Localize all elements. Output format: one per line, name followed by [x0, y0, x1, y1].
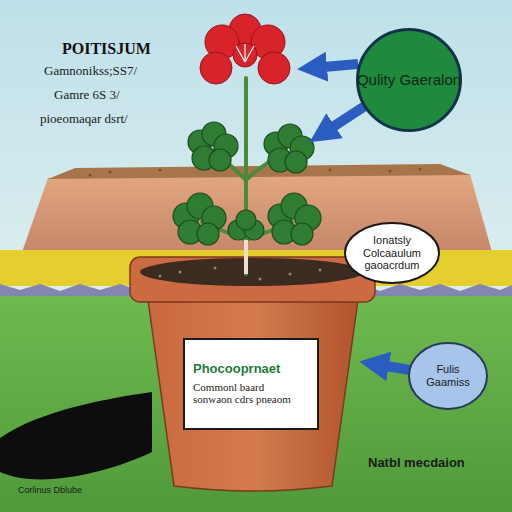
leaf — [173, 193, 226, 245]
stem-base — [244, 240, 248, 274]
ellipse-shape — [345, 223, 439, 283]
pot-rim — [130, 257, 375, 302]
heading-title: POITISJUM — [62, 40, 151, 58]
pointer-arrow — [312, 64, 358, 68]
leaf — [264, 124, 314, 173]
node-heading: Ionatsly Colcaaulum gaoacrdum — [355, 234, 429, 272]
sky — [0, 0, 512, 300]
nutrient-line: pioeomaqar dsrt/ — [40, 112, 128, 126]
nutrient-line: Gamre 6S 3/ — [54, 88, 120, 102]
pot-body — [148, 300, 358, 491]
pot-soil-grains — [159, 267, 322, 281]
nutrient-line: Gamnonikss;SS7/ — [44, 64, 137, 78]
note-text: Natbl mecdaion — [368, 456, 465, 470]
leaf — [188, 122, 238, 171]
pot-soil — [140, 258, 364, 286]
pot-shadow — [0, 392, 152, 479]
pot-label-box: PhocooprnaetCommonl baard sonwaon cdrs p… — [183, 338, 319, 430]
leaf — [228, 210, 264, 240]
plant-stems — [202, 78, 292, 274]
pointer-arrow — [322, 104, 368, 134]
grass — [0, 296, 512, 512]
leaf — [268, 193, 321, 245]
node-body: Commonl baard sonwaon cdrs pneaom — [193, 381, 303, 406]
node-heading: Qulity Gaeralon — [357, 71, 461, 88]
node-heading: Phocooprnaet — [193, 362, 280, 377]
node-heading: Fulis Gaamiss — [418, 363, 478, 388]
info-oval: Ionatsly Colcaaulum gaoacrdum — [344, 222, 440, 284]
ellipse-shape — [409, 343, 487, 409]
leaves — [173, 122, 321, 245]
ellipse-shape — [358, 30, 461, 131]
flower — [200, 14, 290, 84]
pointer-arrow — [374, 364, 410, 370]
blue-circle: Fulis Gaamiss — [408, 342, 488, 410]
quality-circle: Qulity Gaeralon — [356, 28, 462, 132]
credit-text: Corlinus Dblube — [18, 486, 82, 496]
stamens — [236, 44, 254, 62]
